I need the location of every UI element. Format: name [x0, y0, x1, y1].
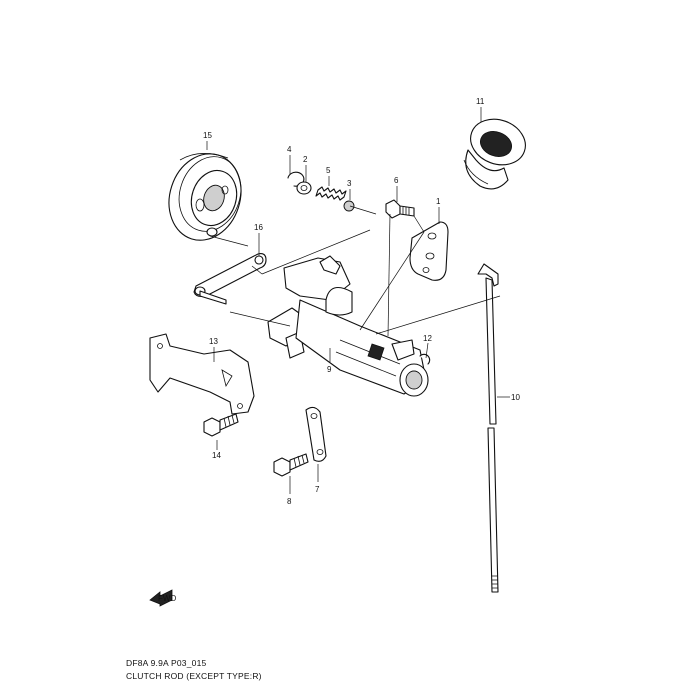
- callout-16: 16: [254, 223, 263, 232]
- callout-13: 13: [209, 337, 218, 346]
- part-12-clip: [419, 353, 431, 365]
- callout-15: 15: [203, 131, 212, 140]
- callout-9: 9: [327, 365, 332, 374]
- part-1-bracket: [409, 221, 449, 281]
- front-arrow-label: FWD: [158, 594, 176, 603]
- callout-11: 11: [476, 97, 485, 106]
- diagram-title: CLUTCH ROD (EXCEPT TYPE:R): [126, 671, 262, 681]
- callout-14: 14: [212, 451, 221, 460]
- callout-6: 6: [394, 176, 399, 185]
- callout-4: 4: [287, 145, 292, 154]
- part-8-bolt: [273, 453, 309, 477]
- callout-7: 7: [315, 485, 320, 494]
- part-14-bolt: [203, 413, 239, 437]
- callout-5: 5: [326, 166, 331, 175]
- part-13-plate: [149, 333, 255, 415]
- callout-2: 2: [303, 155, 308, 164]
- part-5-spring: [315, 186, 347, 201]
- callout-1: 1: [436, 197, 441, 206]
- part-2-washer: [296, 181, 312, 195]
- part-7-link-plate: [305, 406, 327, 462]
- callout-12: 12: [423, 334, 432, 343]
- part-3-ball: [343, 200, 355, 212]
- assembly-lines: [229, 205, 501, 337]
- part-15-pulley: [168, 153, 249, 247]
- diagram-code: DF8A 9.9A P03_015: [126, 658, 207, 668]
- leader-lines: [206, 107, 510, 494]
- part-16-link: [193, 253, 267, 305]
- callout-8: 8: [287, 497, 292, 506]
- part-6-bolt: [385, 199, 415, 219]
- part-9-shift-shaft: [267, 255, 429, 397]
- part-11-grommet: [463, 118, 526, 190]
- part-10-clutch-rod: [477, 263, 499, 593]
- callout-10: 10: [511, 393, 520, 402]
- callouts: 15 4 2 5 3 6 1 11 16 13 12 9 10 14 7 8: [203, 97, 520, 506]
- front-direction-arrow: FWD: [149, 589, 176, 607]
- callout-3: 3: [347, 179, 352, 188]
